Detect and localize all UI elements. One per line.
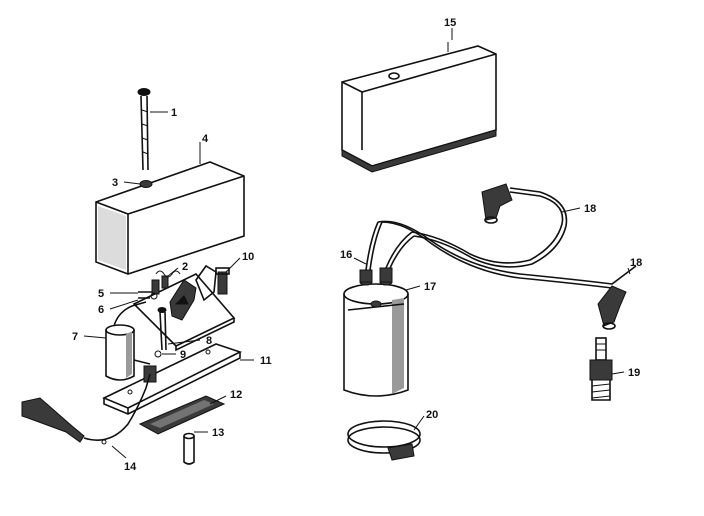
label-9: 9 bbox=[180, 349, 186, 361]
part-18-leads bbox=[377, 183, 637, 330]
label-11: 11 bbox=[260, 355, 272, 367]
part-4-cover bbox=[95, 161, 245, 275]
label-5: 5 bbox=[98, 288, 104, 300]
label-12: 12 bbox=[230, 389, 242, 401]
part-labels: 1 2 3 4 5 6 7 8 9 10 11 12 13 14 15 16 1… bbox=[72, 17, 642, 473]
part-7-condenser bbox=[105, 301, 151, 381]
label-3: 3 bbox=[112, 177, 118, 189]
label-18-upper: 18 bbox=[584, 203, 596, 215]
part-11-base-plate bbox=[102, 343, 243, 415]
label-18-lower: 18 bbox=[630, 257, 642, 269]
label-6: 6 bbox=[98, 304, 104, 316]
part-19-spark-plug bbox=[589, 337, 613, 401]
part-20-clamp bbox=[347, 420, 421, 461]
part-14-lead bbox=[21, 373, 151, 445]
label-14: 14 bbox=[124, 461, 137, 473]
part-15-cover bbox=[341, 42, 497, 173]
label-8: 8 bbox=[206, 335, 212, 347]
part-12-gasket bbox=[138, 395, 226, 435]
label-20: 20 bbox=[426, 409, 438, 421]
part-13-pin bbox=[183, 432, 195, 465]
leader-lines bbox=[83, 28, 631, 459]
part-17-coil bbox=[343, 221, 415, 397]
label-13: 13 bbox=[212, 427, 224, 439]
label-10: 10 bbox=[242, 251, 254, 263]
label-19: 19 bbox=[628, 367, 640, 379]
label-15: 15 bbox=[444, 17, 456, 29]
label-16: 16 bbox=[340, 249, 352, 261]
label-1: 1 bbox=[171, 107, 177, 119]
points-mechanism bbox=[132, 264, 236, 383]
part-1-bolt bbox=[137, 88, 151, 171]
label-4: 4 bbox=[202, 133, 209, 145]
label-2: 2 bbox=[182, 261, 188, 273]
label-7: 7 bbox=[72, 331, 78, 343]
label-17: 17 bbox=[424, 281, 436, 293]
